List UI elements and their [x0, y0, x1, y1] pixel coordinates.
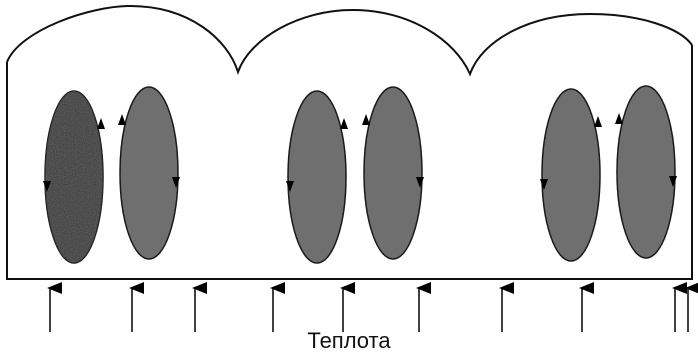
cell-3-flow-arrow-up	[340, 118, 348, 129]
cell-2-flow-arrow-up	[118, 114, 126, 125]
cell-6	[615, 86, 677, 258]
cell-4-flow-arrow-up	[362, 114, 370, 125]
cell-4	[362, 87, 424, 259]
cell-6-ellipse	[617, 86, 675, 258]
cell-6-flow-arrow-up	[615, 113, 623, 124]
cell-2	[118, 87, 180, 259]
cell-3-ellipse	[288, 91, 346, 263]
cell-5-flow-arrow-up	[594, 116, 602, 127]
cell-1-flow-arrow-up	[97, 118, 105, 129]
heat-label: Теплота	[0, 328, 698, 354]
cell-2-ellipse	[120, 87, 178, 259]
cell-5	[540, 89, 602, 261]
cell-1	[43, 91, 105, 263]
cell-3	[286, 91, 348, 263]
cell-4-ellipse	[364, 87, 422, 259]
cell-top-arches	[7, 6, 692, 74]
cell-5-ellipse	[542, 89, 600, 261]
